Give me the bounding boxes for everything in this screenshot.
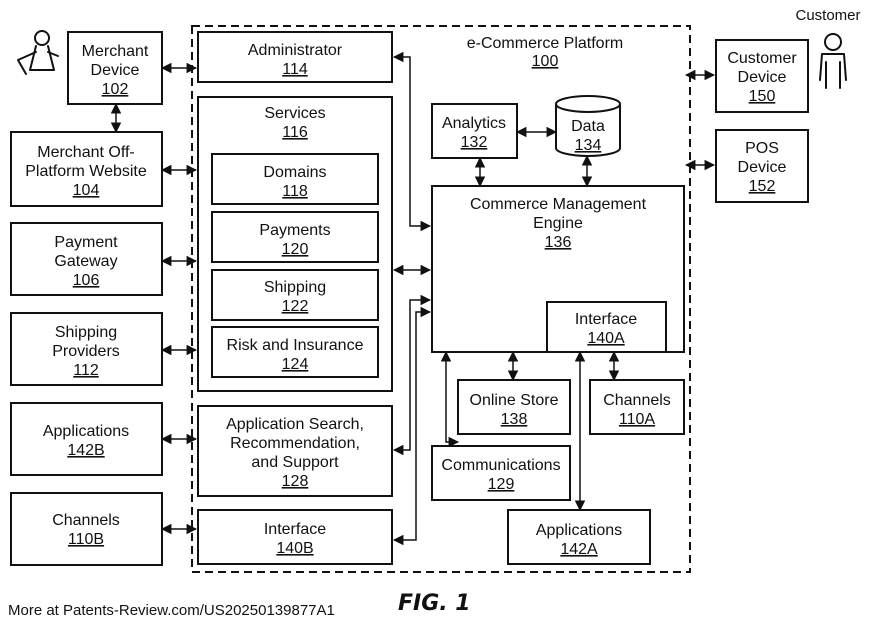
merchant-icon (18, 31, 58, 74)
shipping-providers-box: Shipping Providers 112 (11, 313, 162, 385)
cme-label-1: Commerce Management (470, 196, 647, 213)
data-store: Data 134 (556, 96, 620, 156)
interface-140b-ref: 140B (276, 540, 313, 557)
online-store-box: Online Store 138 (458, 380, 570, 434)
risk-ref: 124 (282, 356, 309, 373)
data-label: Data (571, 118, 605, 135)
source-footer: More at Patents-Review.com/US20250139877… (8, 602, 335, 619)
payment-gateway-box: Payment Gateway 106 (11, 223, 162, 295)
risk-box: Risk and Insurance 124 (212, 327, 378, 377)
merchant-site-label-1: Merchant Off- (37, 144, 135, 161)
applications-142a-box: Applications 142A (508, 510, 650, 564)
analytics-label: Analytics (442, 115, 506, 132)
pos-device-box: POS Device 152 (716, 130, 808, 202)
customer-label: Customer (795, 7, 860, 24)
pos-device-label-2: Device (738, 159, 787, 176)
applications-142a-ref: 142A (560, 541, 598, 558)
shipping-box: Shipping 122 (212, 270, 378, 320)
interface-140a-box: Interface 140A (547, 302, 666, 352)
customer-icon (820, 34, 846, 88)
channels-110b-box: Channels 110B (11, 493, 162, 565)
customer-device-ref: 150 (749, 88, 776, 105)
domains-ref: 118 (282, 183, 308, 200)
merchant-site-box: Merchant Off- Platform Website 104 (11, 132, 162, 206)
risk-label: Risk and Insurance (227, 337, 364, 354)
payment-gateway-label-2: Gateway (54, 253, 117, 270)
merchant-site-label-2: Platform Website (25, 163, 147, 180)
merchant-device-label-2: Device (91, 62, 140, 79)
payments-box: Payments 120 (212, 212, 378, 262)
shipping-ref: 122 (282, 298, 309, 315)
platform-label: e-Commerce Platform (467, 35, 623, 52)
administrator-label: Administrator (248, 42, 343, 59)
administrator-box: Administrator 114 (198, 32, 392, 82)
pos-device-label-1: POS (745, 140, 779, 157)
customer-device-box: Customer Device 150 (716, 40, 808, 112)
channels-110a-box: Channels 110A (590, 380, 684, 434)
pos-device-ref: 152 (749, 178, 776, 195)
merchant-device-box: Merchant Device 102 (68, 32, 162, 104)
applications-142b-ref: 142B (67, 442, 104, 459)
communications-label: Communications (441, 457, 560, 474)
platform-ref: 100 (532, 53, 559, 70)
app-search-label-1: Application Search, (226, 416, 364, 433)
merchant-device-label-1: Merchant (82, 43, 149, 60)
online-store-label: Online Store (470, 392, 559, 409)
interface-140b-label: Interface (264, 521, 326, 538)
payment-gateway-ref: 106 (73, 272, 100, 289)
cme-label-2: Engine (533, 215, 583, 232)
administrator-ref: 114 (282, 61, 308, 78)
cme-ref: 136 (545, 234, 572, 251)
analytics-box: Analytics 132 (432, 104, 517, 158)
merchant-site-ref: 104 (73, 182, 100, 199)
payment-gateway-label-1: Payment (54, 234, 118, 251)
services-label: Services (264, 105, 325, 122)
figure-label: FIG. 1 (398, 591, 471, 616)
channels-110b-ref: 110B (68, 531, 104, 548)
domains-box: Domains 118 (212, 154, 378, 204)
app-search-label-2: Recommendation, (230, 435, 360, 452)
shipping-providers-label-2: Providers (52, 343, 120, 360)
merchant-device-ref: 102 (102, 81, 129, 98)
shipping-providers-label-1: Shipping (55, 324, 117, 341)
interface-140a-label: Interface (575, 311, 637, 328)
customer-device-label-1: Customer (727, 50, 797, 67)
app-search-box: Application Search, Recommendation, and … (198, 406, 392, 496)
analytics-ref: 132 (461, 134, 488, 151)
communications-ref: 129 (488, 476, 515, 493)
domains-label: Domains (263, 164, 326, 181)
payments-label: Payments (259, 222, 330, 239)
applications-142b-label: Applications (43, 423, 129, 440)
shipping-label: Shipping (264, 279, 326, 296)
interface-140a-ref: 140A (587, 330, 625, 347)
app-search-ref: 128 (282, 473, 309, 490)
channels-110a-label: Channels (603, 392, 671, 409)
online-store-ref: 138 (501, 411, 528, 428)
services-ref: 116 (282, 124, 308, 141)
payments-ref: 120 (282, 241, 309, 258)
channels-110b-label: Channels (52, 512, 120, 529)
data-ref: 134 (575, 137, 602, 154)
shipping-providers-ref: 112 (73, 362, 99, 379)
channels-110a-ref: 110A (619, 411, 656, 428)
applications-142a-label: Applications (536, 522, 622, 539)
customer-device-label-2: Device (738, 69, 787, 86)
app-search-label-3: and Support (251, 454, 339, 471)
interface-140b-box: Interface 140B (198, 510, 392, 564)
communications-box: Communications 129 (432, 446, 570, 500)
applications-142b-box: Applications 142B (11, 403, 162, 475)
